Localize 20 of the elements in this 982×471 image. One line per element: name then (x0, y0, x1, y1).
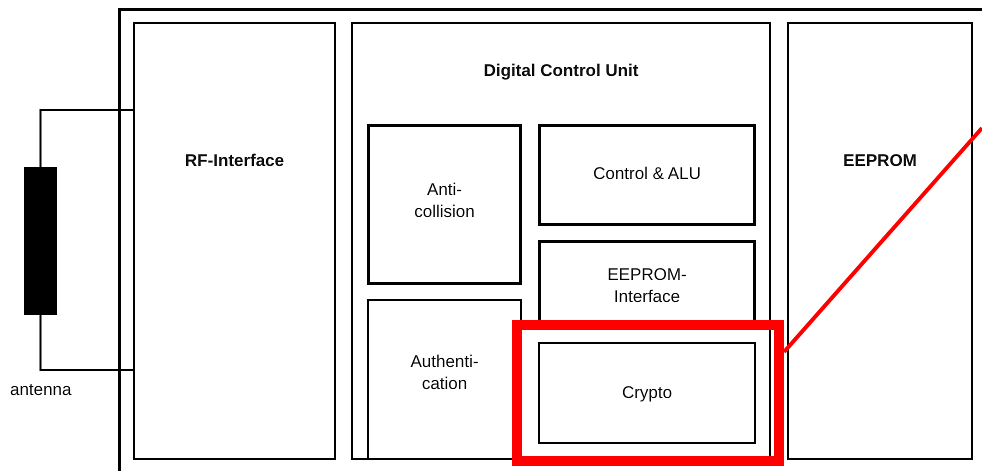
highlight-frame (512, 320, 784, 466)
wire (40, 315, 133, 371)
chip-outline (118, 8, 982, 471)
function-block (367, 124, 522, 285)
block-label: Anti- collision (413, 179, 476, 224)
function-block (538, 342, 756, 444)
block-label: Crypto (620, 382, 674, 404)
block-label: Authenti- cation (409, 351, 480, 396)
antenna-symbol (24, 167, 57, 315)
block-label: Control & ALU (592, 163, 702, 185)
block-label: EEPROM- Interface (606, 264, 688, 308)
memory-block (787, 22, 973, 460)
block-title: EEPROM (842, 150, 918, 172)
block-title: Digital Control Unit (482, 60, 640, 82)
function-block (538, 124, 756, 226)
function-block (367, 299, 522, 460)
block-title: RF-Interface (184, 150, 286, 172)
part-label: antenna (10, 380, 72, 400)
wire (40, 109, 133, 167)
interface-block (133, 22, 336, 460)
